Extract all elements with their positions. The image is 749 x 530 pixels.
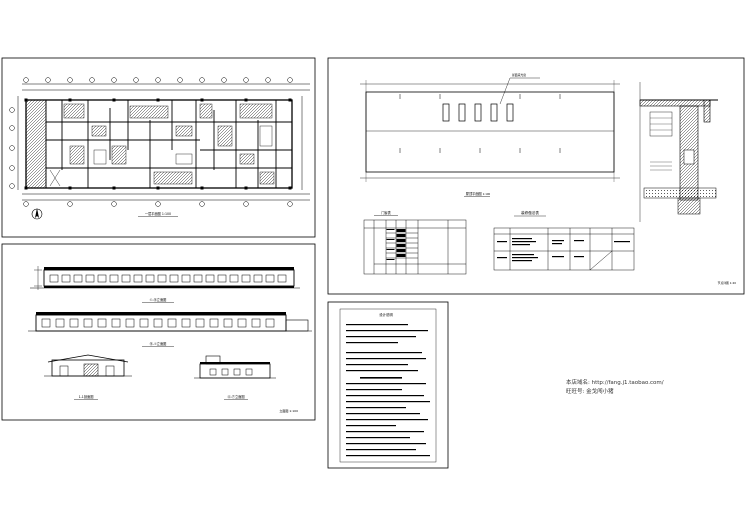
roof-plan-title: 屋顶平面图 1:100 <box>466 191 491 196</box>
roof-sheet: 屋面采光窗 屋顶平面图 1:100 门窗表 <box>327 57 745 295</box>
finishing-table-title: 装修做法表 <box>521 210 539 215</box>
eave-detail <box>639 82 718 222</box>
front-elevation-windows <box>49 274 287 283</box>
plan-columns <box>24 98 292 190</box>
notes-text-lines <box>346 324 430 457</box>
plan-interior-walls <box>45 100 292 188</box>
axis-bubbles-left <box>9 107 15 189</box>
front-elevation <box>30 266 300 290</box>
floor-plan-frame <box>1 57 316 238</box>
rear-elevation-windows <box>41 318 275 328</box>
section-1-1-title: 1-1剖面图 <box>79 394 94 399</box>
axis-bubbles-top <box>23 77 293 83</box>
notes-sheet: 设计说明 <box>327 301 449 469</box>
skylight-callout: 屋面采光窗 <box>512 73 526 77</box>
notes-frame <box>327 301 449 469</box>
axis-bubbles-bottom <box>23 201 293 207</box>
floor-plan-title: 一层平面图 1:100 <box>145 211 171 216</box>
elevations-frame <box>1 243 316 421</box>
rear-elevation-title: ⑯-①立面图 <box>150 341 167 346</box>
north-arrow-icon <box>31 208 43 220</box>
shop-credit-line: 本店域名: http://fang.j1.taobao.com/ <box>566 380 664 386</box>
elevations-corner-note: 立面图 1:100 <box>279 408 298 413</box>
door-window-table <box>363 219 467 275</box>
wangwang-credit-line: 旺旺号: 金戈闯小猪 <box>566 389 614 395</box>
floor-plan-sheet: 一层平面图 1:100 <box>1 57 316 238</box>
front-elevation-title: ①-⑯立面图 <box>150 297 167 302</box>
roof-frame <box>327 57 745 295</box>
door-window-table-title: 门窗表 <box>381 210 391 215</box>
rear-elevation <box>28 312 312 332</box>
elevations-sheet: ①-⑯立面图 ⑯-①立面图 <box>1 243 316 421</box>
section-1-1 <box>44 354 132 377</box>
finishing-table <box>493 227 635 271</box>
notes-title: 设计说明 <box>379 312 393 317</box>
roof-plan <box>360 77 620 182</box>
side-elevation-title: Ⓐ-Ⓕ立面图 <box>227 394 244 399</box>
side-elevation <box>194 355 276 379</box>
roof-skylights <box>442 103 514 122</box>
plan-fixtures <box>63 103 275 185</box>
detail-bottom-note: 节点详图 1:20 <box>718 281 737 285</box>
